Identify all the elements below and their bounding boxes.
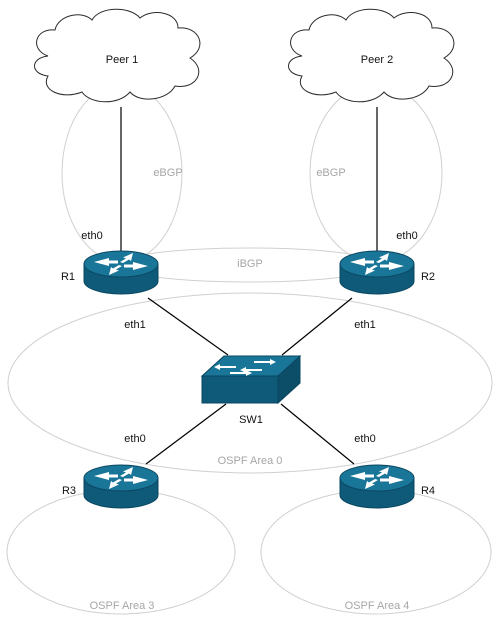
switch-sw1-icon[interactable] [200,354,302,405]
router-r1-icon[interactable] [83,250,159,295]
peer2-label: Peer 2 [361,54,393,66]
peer2-cloud [288,8,455,103]
ospf-area-3-boundary [6,489,236,615]
r4-eth0-label: eth0 [354,433,375,445]
router-r2-icon[interactable] [339,250,415,295]
link-sw1-r4 [280,403,355,465]
r4-label: R4 [421,485,435,497]
r2-eth0-label: eth0 [396,230,417,242]
r2-label: R2 [421,271,435,283]
r2-eth1-label: eth1 [354,319,375,331]
ospf-area-0-label: OSPF Area 0 [218,455,283,467]
r1-eth1-label: eth1 [124,319,145,331]
ebgp-left-label: eBGP [153,167,182,179]
peer1-label: Peer 1 [106,54,138,66]
link-r2-sw1 [281,297,353,356]
ospf-area-3-label: OSPF Area 3 [90,600,155,612]
ebgp-right-label: eBGP [316,167,345,179]
ospf-area-0-boundary [7,292,493,474]
ospf-area-4-label: OSPF Area 4 [345,600,410,612]
ibgp-label: iBGP [237,258,263,270]
r1-label: R1 [61,271,75,283]
r1-eth0-label: eth0 [81,230,102,242]
r3-label: R3 [62,485,76,497]
peer1-cloud [34,8,201,103]
r3-eth0-label: eth0 [124,433,145,445]
ospf-area-4-boundary [260,489,492,615]
router-r3-icon[interactable] [83,464,159,509]
link-r1-sw1 [147,297,229,356]
router-r4-icon[interactable] [339,464,415,509]
sw1-label: SW1 [239,414,263,426]
link-sw1-r3 [145,403,227,465]
